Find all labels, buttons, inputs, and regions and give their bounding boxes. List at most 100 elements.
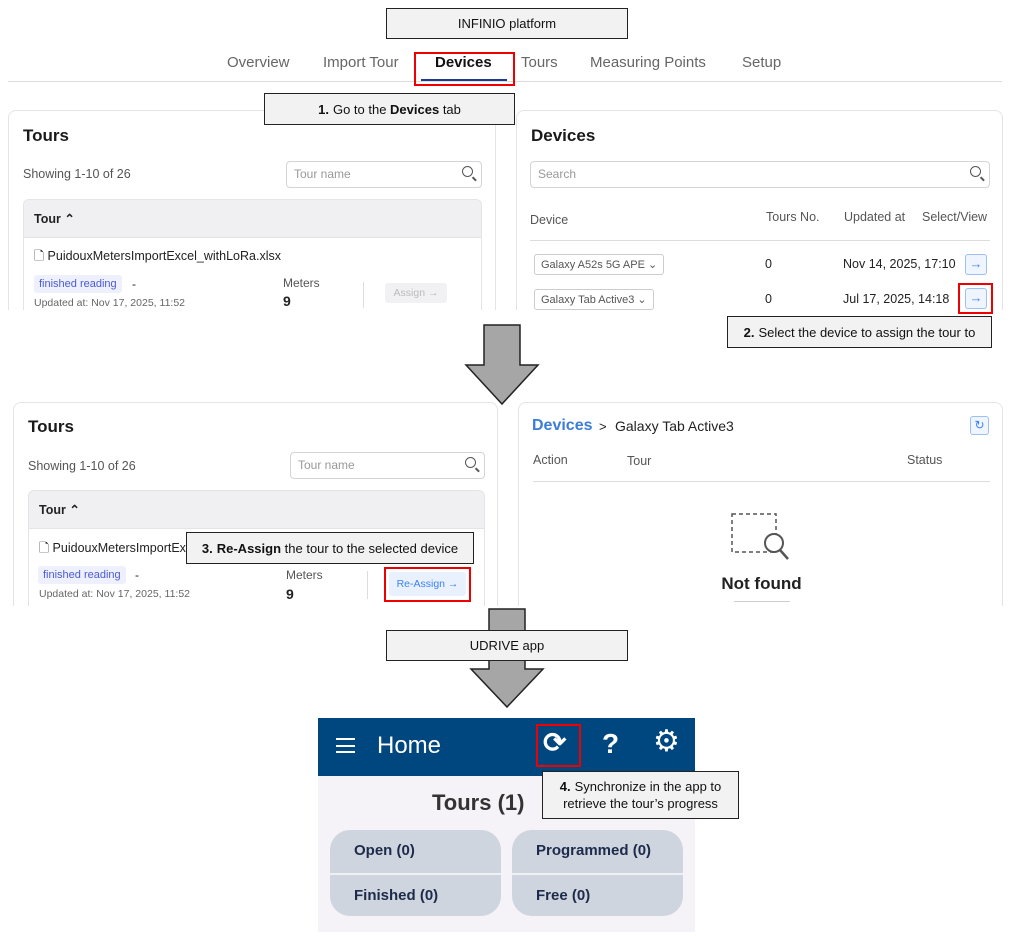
free-tours-button[interactable]: Free (0): [512, 873, 683, 916]
device-detail-panel: Devices > Galaxy Tab Active3 ↻ Action To…: [518, 402, 1003, 606]
breadcrumb-separator: >: [599, 419, 607, 434]
arrow-right-icon: →: [969, 290, 983, 305]
device-name: Galaxy A52s 5G APE: [541, 259, 645, 271]
breadcrumb-device: Galaxy Tab Active3: [615, 418, 734, 434]
step-line: 4.Synchronize in the app to: [560, 778, 722, 795]
tours-table: Tour ⌃ 🗋 PuidouxMetersImportExcel_withLo…: [23, 199, 482, 310]
search-placeholder: Tour name: [298, 458, 355, 472]
select-device-button-2[interactable]: →: [965, 288, 987, 309]
device-updated: Nov 14, 2025, 17:10: [843, 257, 956, 271]
tab-measuring-points[interactable]: Measuring Points: [590, 54, 706, 71]
col-updated-at: Updated at: [844, 210, 906, 224]
step-text: retrieve the tour’s progress: [563, 796, 718, 811]
tours-title: Tours: [23, 126, 69, 145]
col-tours-no: Tours No.: [766, 210, 820, 224]
device-search-input[interactable]: Search: [530, 161, 990, 188]
highlight-devices-tab: [414, 52, 515, 86]
step-number: 1.: [318, 101, 329, 117]
breadcrumb-devices-link[interactable]: Devices: [532, 417, 593, 434]
header-divider: [530, 240, 990, 241]
devices-title: Devices: [531, 126, 596, 145]
meters-count: 9: [283, 293, 291, 309]
step-bold: Devices: [390, 101, 440, 117]
down-arrow-icon: [464, 324, 540, 406]
tab-devices[interactable]: Devices: [435, 54, 492, 71]
step-text: tab: [439, 101, 461, 117]
refresh-button[interactable]: ↻: [970, 416, 989, 435]
col-status: Status: [907, 453, 943, 467]
search-icon: [970, 166, 981, 177]
device-select-row-1[interactable]: Galaxy A52s 5G APE ⌄: [534, 254, 665, 275]
select-device-button-1[interactable]: →: [965, 254, 987, 275]
tour-name: 🗋 PuidouxMetersImportExcel_withLoRa.xlsx: [34, 247, 281, 268]
step-number: 3.: [201, 540, 213, 556]
step-text: the tour to the selected device: [281, 540, 459, 556]
device-name: Galaxy Tab Active3: [541, 294, 635, 306]
tab-overview[interactable]: Overview: [227, 54, 290, 71]
divider: [363, 282, 364, 308]
search-placeholder: Search: [538, 167, 577, 181]
highlight-sync-button: [536, 724, 581, 767]
open-tours-button[interactable]: Open (0): [354, 842, 415, 859]
sort-icon: ⌃: [69, 503, 80, 517]
step-1-callout: 1.Go to the Devices tab: [264, 93, 515, 125]
header-divider: [533, 481, 990, 482]
tour-column-header[interactable]: Tour ⌃: [29, 491, 484, 529]
tour-name-text: PuidouxMetersImportExcel_withLoRa.xlsx: [47, 249, 281, 263]
devices-panel: Devices Search Device Tours No. Updated …: [516, 110, 1003, 310]
tour-card-right: Programmed (0) Free (0): [512, 830, 683, 916]
step-bold: Re-Assign: [216, 540, 282, 556]
help-icon[interactable]: ?: [602, 728, 620, 759]
sync-icon[interactable]: ⟳: [543, 727, 567, 758]
highlight-reassign-button: [384, 567, 471, 602]
step-text: Go to the: [332, 101, 391, 117]
search-placeholder: Tour name: [294, 167, 351, 181]
tours-count: 0: [765, 257, 772, 271]
device-select-row-2[interactable]: Galaxy Tab Active3 ⌄: [534, 289, 654, 310]
device-updated: Jul 17, 2025, 14:18: [843, 292, 950, 306]
col-select-view: Select/View: [922, 210, 988, 224]
tab-setup[interactable]: Setup: [742, 54, 782, 71]
tour-name: 🗋 PuidouxMetersImportEx: [39, 539, 186, 560]
meters-label: Meters: [286, 568, 323, 582]
tour-search-input[interactable]: Tour name: [290, 452, 485, 479]
app-label: UDRIVE app: [386, 630, 628, 661]
menu-icon[interactable]: [336, 738, 355, 753]
divider: [734, 601, 790, 602]
refresh-icon: ↻: [974, 418, 985, 432]
platform-label-text: INFINIO platform: [457, 16, 557, 31]
step-3-callout: 3.Re-Assign the tour to the selected dev…: [186, 532, 474, 564]
empty-search-icon: [731, 513, 789, 560]
updated-at: Updated at: Nov 17, 2025, 11:52: [34, 297, 185, 309]
highlight-select-button: [958, 283, 993, 314]
finished-tours-button[interactable]: Finished (0): [330, 873, 501, 916]
tab-tours[interactable]: Tours: [521, 54, 558, 71]
app-label-text: UDRIVE app: [469, 638, 545, 653]
settings-gear-icon[interactable]: ⚙: [653, 725, 680, 758]
step-number: 2.: [743, 324, 755, 340]
tour-search-input[interactable]: Tour name: [286, 161, 482, 188]
meters-count: 9: [286, 586, 294, 602]
reassign-button[interactable]: Re-Assign →: [389, 572, 466, 596]
programmed-tours-button[interactable]: Programmed (0): [536, 842, 652, 859]
tour-card-left: Open (0) Finished (0): [330, 830, 501, 916]
tours-title: Tours: [28, 417, 74, 436]
search-icon: [462, 166, 473, 177]
active-tab-underline: [421, 79, 507, 81]
column-label: Tour: [34, 212, 61, 226]
tab-import-tour[interactable]: Import Tour: [323, 54, 399, 71]
tours-table: Tour ⌃ 🗋 PuidouxMetersImportEx finished …: [28, 490, 485, 606]
assign-button[interactable]: Assign →: [385, 283, 447, 303]
arrow-right-icon: →: [969, 256, 983, 271]
platform-label: INFINIO platform: [386, 8, 628, 39]
updated-at: Updated at: Nov 17, 2025, 11:52: [39, 588, 190, 600]
tour-column-header[interactable]: Tour ⌃: [24, 200, 481, 238]
step-text: Select the device to assign the tour to: [758, 324, 976, 340]
tours-panel: Tours Showing 1-10 of 26 Tour name Tour …: [8, 110, 496, 310]
column-label: Tour: [39, 503, 66, 517]
status-badge: finished reading: [34, 275, 122, 293]
tour-name-text: PuidouxMetersImportEx: [52, 541, 186, 555]
not-found-text: Not found: [721, 574, 802, 593]
meters-label: Meters: [283, 276, 320, 290]
tours-heading: Tours (1): [432, 790, 525, 815]
